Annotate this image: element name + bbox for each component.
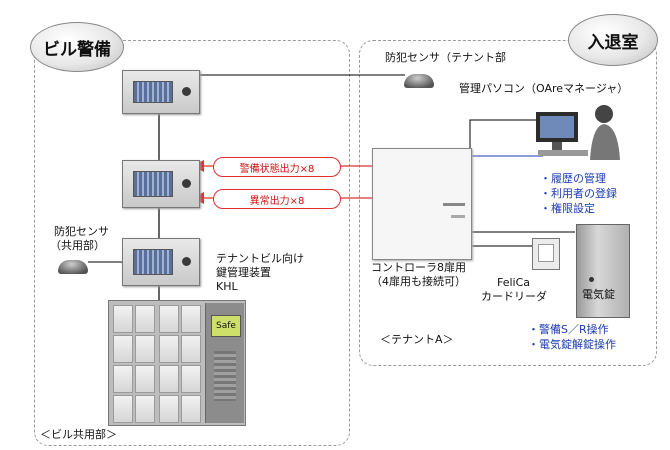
controller-label: コントローラ8扉用 [371,261,466,274]
op-security-sr: ・警備S／R操作 [528,323,609,336]
security-status-output-label: 警備状態出力×8 [213,157,341,177]
entry-exit-badge: 入退室 [568,14,658,66]
controller-sublabel: （4扉用も接続可） [371,275,466,288]
khl-cabinet: Safe [108,300,246,426]
pc-function-history: ・履歴の管理 [540,172,606,185]
tenant-sensor-label: 防犯センサ（テナント部 [385,51,506,64]
pc-function-user-registration: ・利用者の登録 [540,187,617,200]
tenant-a-label: ＜テナントA＞ [380,333,454,346]
khl-screen: Safe [211,315,241,337]
op-unlock: ・電気錠解錠操作 [528,338,616,351]
card-reader-sublabel: カードリーダ [481,290,547,303]
operator-pc-icon [536,105,620,160]
security-panel-middle [122,160,200,208]
tenant-region [359,40,657,366]
khl-label-line2: 鍵管理装置 [216,266,271,279]
common-sensor-icon [58,260,88,274]
card-reader-icon [532,238,560,270]
controller-box [372,148,472,260]
security-panel-top [122,70,200,114]
khl-label-line1: テナントビル向け [216,252,304,265]
card-reader-label: FeliCa [497,276,531,289]
common-sensor-label: 防犯センサ [54,225,109,238]
building-common-region [34,40,350,446]
security-panel-bottom [122,238,200,286]
common-sensor-sublabel: （共用部） [50,239,105,252]
door-icon [576,224,630,318]
pc-function-permissions: ・権限設定 [540,202,595,215]
electric-lock-label: 電気錠 [582,288,615,301]
khl-label-line3: KHL [216,280,238,293]
tenant-sensor-icon [404,74,434,88]
abnormal-output-label: 異常出力×8 [213,189,341,209]
management-pc-label: 管理パソコン（OAreマネージャ） [459,82,629,95]
building-security-badge: ビル警備 [30,22,124,72]
building-common-label: ＜ビル共用部＞ [40,428,117,441]
